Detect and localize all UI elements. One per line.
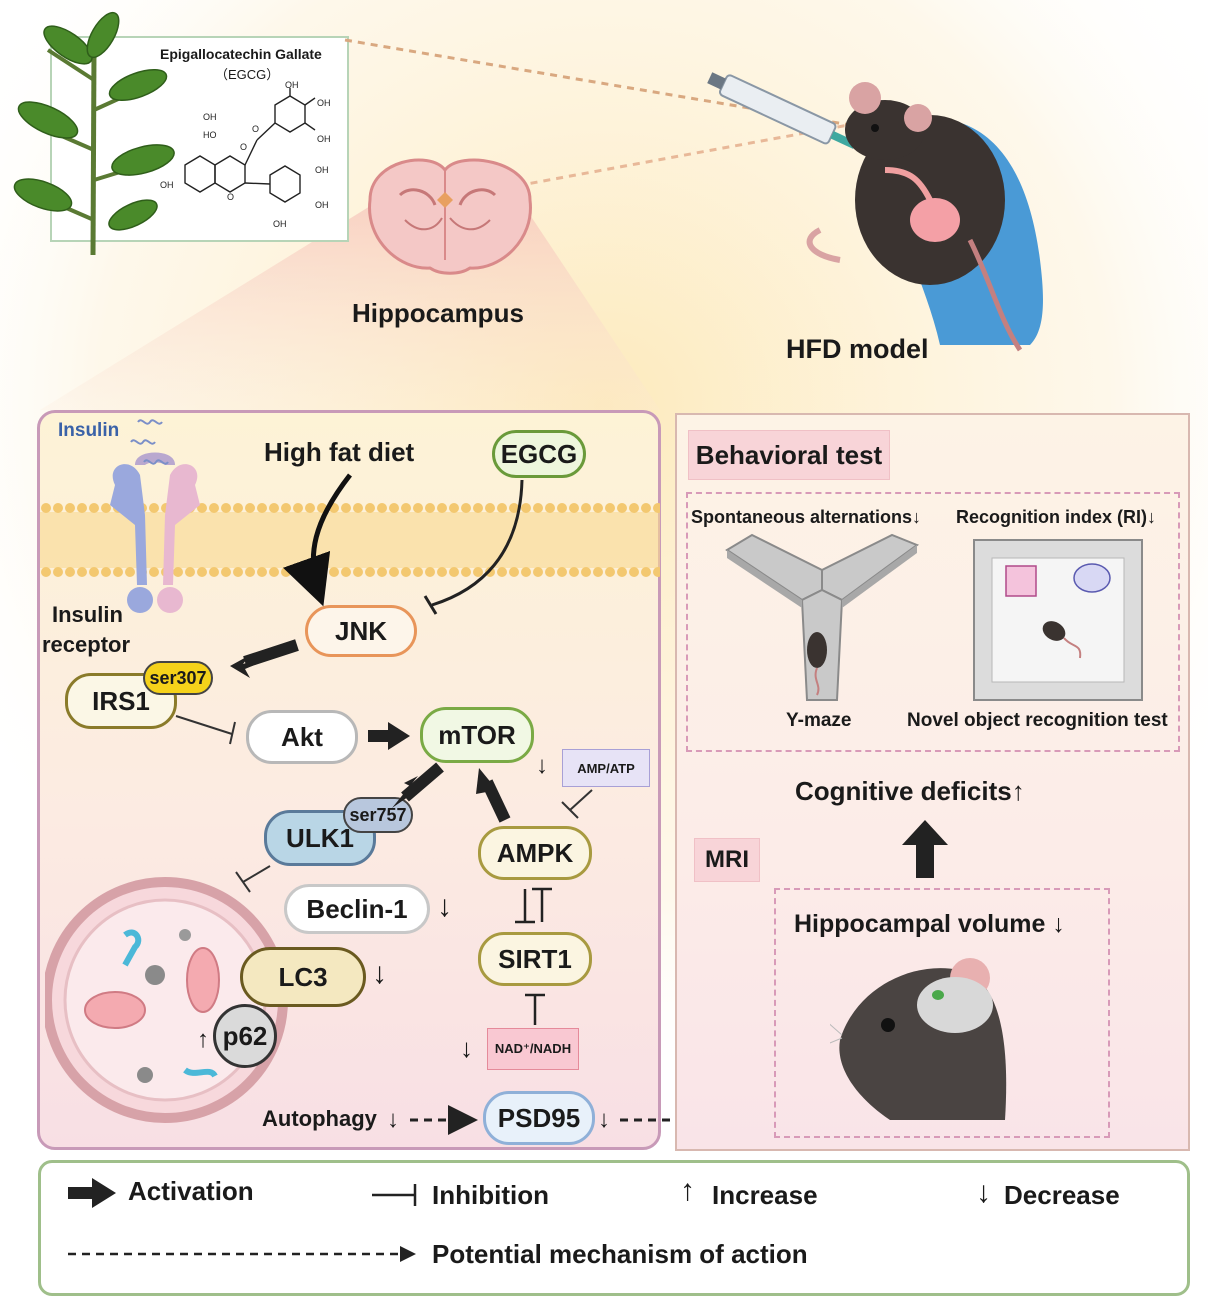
svg-text:OH: OH	[317, 134, 331, 144]
beclin1-node-label: Beclin-1	[306, 893, 408, 924]
sirt1-node-label: SIRT1	[498, 943, 572, 974]
novel-object-recognition-label: Novel object recognition test	[907, 710, 1168, 731]
insulin-receptor-label-2: receptor	[42, 632, 131, 657]
insulin-label: Insulin	[58, 420, 120, 441]
legend-activation-arrow-icon	[68, 1178, 116, 1208]
lc3-down-arrow: ↓	[372, 957, 387, 990]
ampk-node: AMPK	[478, 826, 592, 880]
lc3-node: LC3	[240, 947, 366, 1007]
mtor-node: mTOR	[420, 707, 534, 763]
tea-plant-icon	[13, 11, 175, 256]
svg-text:OH: OH	[203, 112, 217, 122]
irs1-node: IRS1	[65, 673, 177, 729]
nad-nadh-box: NAD⁺/NADH	[487, 1028, 579, 1070]
beclin1-down-arrow: ↓	[437, 890, 452, 923]
svg-text:O: O	[252, 124, 259, 134]
mri-header: MRI	[694, 838, 760, 882]
legend-decrease-label: Decrease	[1004, 1180, 1120, 1210]
irs1-node-label: IRS1	[92, 685, 150, 716]
akt-node-label: Akt	[281, 721, 323, 752]
akt-node: Akt	[246, 710, 358, 764]
behavioral-test-dashed-box	[686, 492, 1180, 752]
autophagy-down-arrow: ↓	[387, 1106, 399, 1133]
legend-inhibition-icon	[372, 1184, 417, 1206]
ser307-label: ser307	[149, 667, 207, 688]
cognitive-deficits-label: Cognitive deficits↑	[795, 776, 1025, 806]
legend-activation-label: Activation	[128, 1176, 254, 1206]
psd95-node-label: PSD95	[497, 1102, 581, 1133]
p62-node-label: p62	[222, 1020, 268, 1051]
insulin-molecules-icon	[130, 419, 169, 465]
psd95-node: PSD95	[483, 1091, 595, 1145]
svg-text:HO: HO	[203, 130, 217, 140]
behavioral-test-header: Behavioral test	[688, 430, 890, 480]
legend-box	[38, 1160, 1190, 1296]
mri-label: MRI	[705, 846, 749, 873]
jnk-node: JNK	[305, 605, 417, 657]
recognition-index-label: Recognition index (RI)↓	[956, 507, 1156, 527]
psd95-down-arrow: ↓	[598, 1106, 610, 1133]
egcg-abbreviation: （EGCG）	[215, 67, 280, 82]
svg-text:OH: OH	[315, 165, 329, 175]
sirt1-node: SIRT1	[478, 932, 592, 986]
egcg-node-label: EGCG	[500, 438, 578, 469]
beclin1-node: Beclin-1	[284, 884, 430, 934]
nad-nadh-label: NAD⁺/NADH	[494, 1041, 572, 1056]
svg-text:OH: OH	[285, 80, 299, 90]
legend-dashed-arrow-icon	[68, 1246, 416, 1262]
behavioral-test-label: Behavioral test	[695, 439, 883, 470]
p62-node: p62	[213, 1004, 277, 1068]
ulk1-node-label: ULK1	[286, 822, 354, 853]
amp-atp-down-arrow: ↓	[536, 752, 548, 779]
legend-increase-arrow-icon: ↑	[680, 1174, 695, 1207]
autophagy-label: Autophagy	[262, 1106, 377, 1131]
y-maze-label: Y-maze	[786, 710, 852, 731]
egcg-structure-box	[50, 36, 349, 242]
high-fat-diet-label: High fat diet	[264, 437, 415, 467]
spontaneous-alternations-label: Spontaneous alternations↓	[691, 507, 922, 527]
hippocampal-volume-label: Hippocampal volume ↓	[794, 910, 1065, 938]
brain-section-icon	[368, 158, 532, 275]
hippocampus-label: Hippocampus	[352, 298, 524, 328]
ser757-label: ser757	[349, 804, 407, 825]
legend-inhibition-label: Inhibition	[432, 1180, 549, 1210]
svg-text:OH: OH	[317, 98, 331, 108]
legend-decrease-arrow-icon: ↓	[976, 1176, 991, 1209]
svg-text:O: O	[240, 142, 247, 152]
egcg-node: EGCG	[492, 430, 586, 478]
legend-potential-mechanism-label: Potential mechanism of action	[432, 1239, 808, 1269]
mtor-node-label: mTOR	[438, 719, 516, 750]
insulin-receptor-label-1: Insulin	[52, 602, 123, 627]
legend-increase-label: Increase	[712, 1180, 818, 1210]
ser757-badge: ser757	[343, 797, 413, 833]
mri-dashed-box	[774, 888, 1110, 1138]
svg-text:O: O	[227, 192, 234, 202]
svg-text:OH: OH	[315, 200, 329, 210]
svg-text:OH: OH	[160, 180, 174, 190]
egcg-full-name: Epigallocatechin Gallate	[160, 46, 322, 62]
hfd-model-label: HFD model	[786, 334, 929, 364]
mouse-gavage-icon	[707, 72, 1043, 352]
jnk-node-label: JNK	[334, 615, 387, 646]
egcg-molecule-structure: OH OH OH HO OH O O O OH OH OH OH	[160, 80, 331, 229]
insulin-receptor-icon	[110, 452, 200, 613]
ser307-badge: ser307	[143, 661, 213, 695]
ampk-node-label: AMPK	[496, 837, 574, 868]
nad-nadh-down-arrow: ↓	[460, 1033, 473, 1063]
y-maze-icon	[725, 533, 920, 701]
mouse-head-mri-icon	[830, 958, 1007, 1120]
novel-object-arena-icon	[973, 539, 1143, 701]
amp-atp-label: AMP/ATP	[577, 760, 635, 776]
amp-atp-box: AMP/ATP	[562, 749, 650, 787]
lc3-node-label: LC3	[278, 961, 328, 992]
upward-arrow-icon	[902, 820, 948, 878]
svg-text:OH: OH	[273, 219, 287, 229]
p62-up-arrow: ↑	[197, 1026, 209, 1053]
